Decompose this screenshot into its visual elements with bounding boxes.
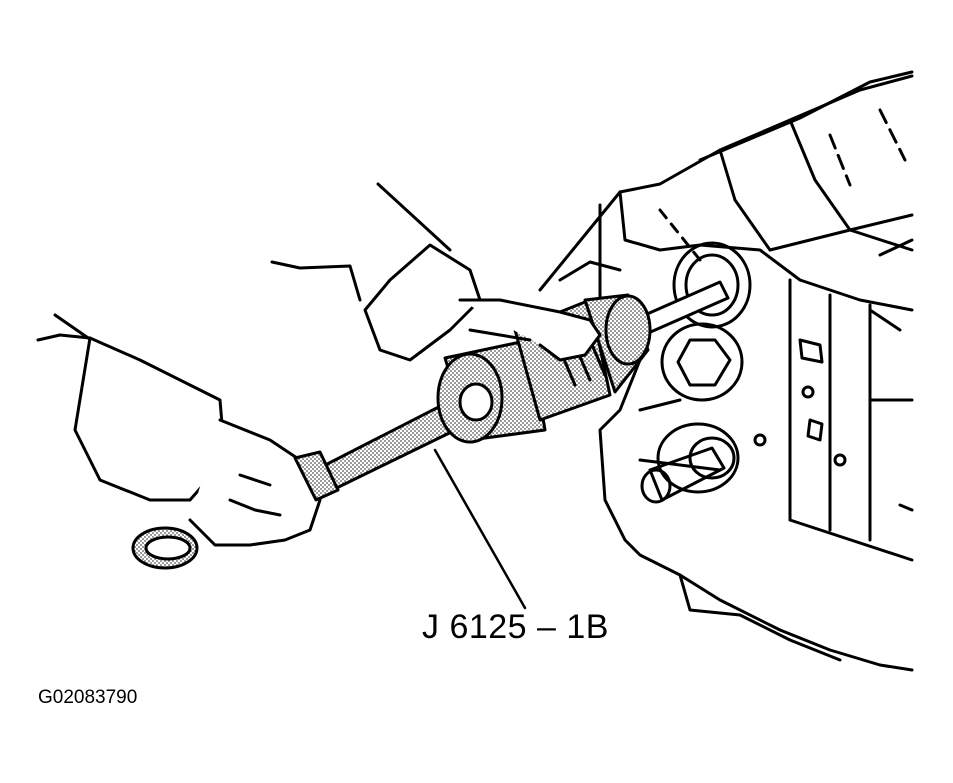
figure-id: G02083790 — [38, 687, 138, 708]
slide-hammer-weight — [436, 338, 547, 444]
engine-block — [538, 70, 914, 672]
hammer-grip — [293, 450, 340, 502]
tool-callout-label: J 6125 – 1B — [422, 608, 609, 646]
upper-arm-hand — [270, 182, 602, 362]
lower-arm-hand — [36, 313, 322, 547]
tool-leader-line — [433, 448, 527, 610]
